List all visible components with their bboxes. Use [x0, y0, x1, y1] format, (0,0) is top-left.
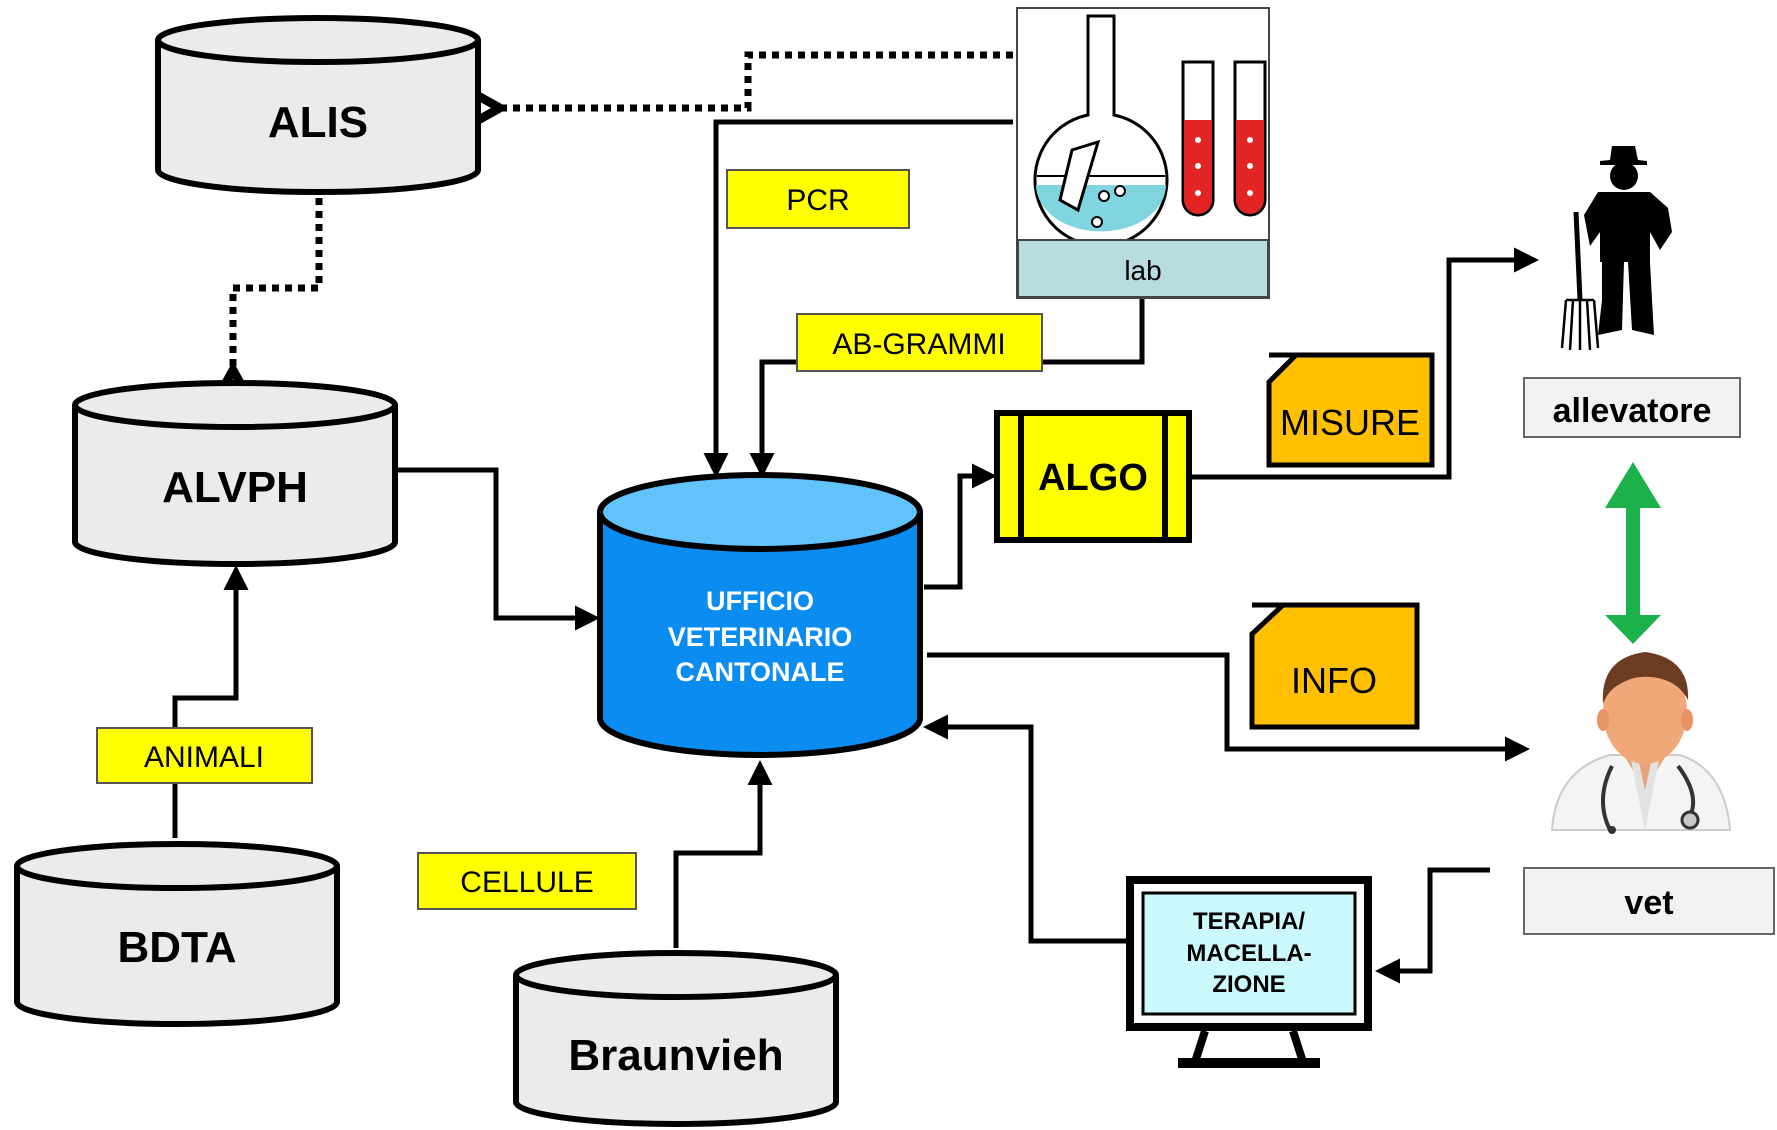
connector-monitor-to-ufficio — [923, 714, 1136, 944]
test-tube-icon — [1181, 60, 1267, 217]
connector-bdta-to-alvph — [172, 565, 249, 838]
ufficio-label-line-2: VETERINARIO — [668, 622, 853, 652]
connector-alvph-to-ufficio — [396, 467, 600, 631]
connector-algo-to-allevatore — [1191, 247, 1539, 480]
tag-cellule-label: CELLULE — [460, 866, 593, 899]
monitor-line-2: MACELLA- — [1186, 940, 1311, 967]
tag-pcr: PCR — [726, 169, 910, 229]
connector-lab-to-alis — [500, 51, 1013, 108]
database-alis-label: ALIS — [268, 98, 368, 147]
ufficio-label-line-3: CANTONALE — [675, 657, 844, 687]
connector-braunvieh-to-ufficio — [673, 760, 773, 948]
tag-pcr-label: PCR — [786, 184, 849, 217]
tag-animali-label: ANIMALI — [144, 741, 264, 774]
monitor-line-1: TERAPIA/ — [1193, 908, 1305, 935]
database-bdta: BDTA — [14, 841, 340, 1027]
algo-process: ALGO — [994, 410, 1192, 543]
connector-ufficio-to-vet — [927, 652, 1530, 762]
tag-animali: ANIMALI — [96, 727, 313, 784]
algo-label: ALGO — [1038, 457, 1148, 499]
actor-allevatore: allevatore — [1523, 377, 1741, 438]
tag-abgrammi: AB-GRAMMI — [796, 313, 1043, 372]
database-alvph: ALVPH — [72, 380, 398, 567]
connector-lab-pcr — [703, 119, 1013, 478]
document-info: INFO — [1249, 602, 1420, 730]
connector-vet-to-monitor — [1375, 867, 1490, 984]
database-bdta-label: BDTA — [118, 923, 237, 972]
database-braunvieh: Braunvieh — [513, 950, 839, 1127]
doctor-icon — [1550, 652, 1732, 834]
allevatore-label: allevatore — [1553, 392, 1712, 430]
actor-vet: vet — [1523, 867, 1775, 935]
lab-label: lab — [1124, 255, 1161, 286]
connector-alis-to-alvph — [233, 198, 323, 370]
tag-abgrammi-label: AB-GRAMMI — [832, 328, 1005, 361]
database-alvph-label: ALVPH — [162, 463, 308, 512]
connector-ufficio-to-algo — [924, 463, 997, 590]
monitor-terapia: TERAPIA/ MACELLA- ZIONE — [1126, 876, 1372, 1068]
farmer-icon — [1560, 146, 1672, 351]
tag-cellule: CELLULE — [417, 852, 637, 910]
database-ufficio-veterinario: UFFICIO VETERINARIO CANTONALE — [597, 472, 923, 758]
lab-base — [1017, 239, 1269, 298]
vet-label: vet — [1624, 884, 1673, 922]
ufficio-label-line-1: UFFICIO — [706, 586, 814, 616]
double-arrow-icon — [1605, 462, 1661, 644]
document-info-label: INFO — [1291, 660, 1377, 701]
database-braunvieh-label: Braunvieh — [568, 1031, 783, 1080]
database-alis: ALIS — [155, 15, 481, 195]
monitor-line-3: ZIONE — [1212, 971, 1285, 998]
lab-illustration: lab — [1016, 7, 1270, 299]
document-misure: MISURE — [1266, 352, 1435, 468]
document-misure-label: MISURE — [1280, 402, 1420, 443]
